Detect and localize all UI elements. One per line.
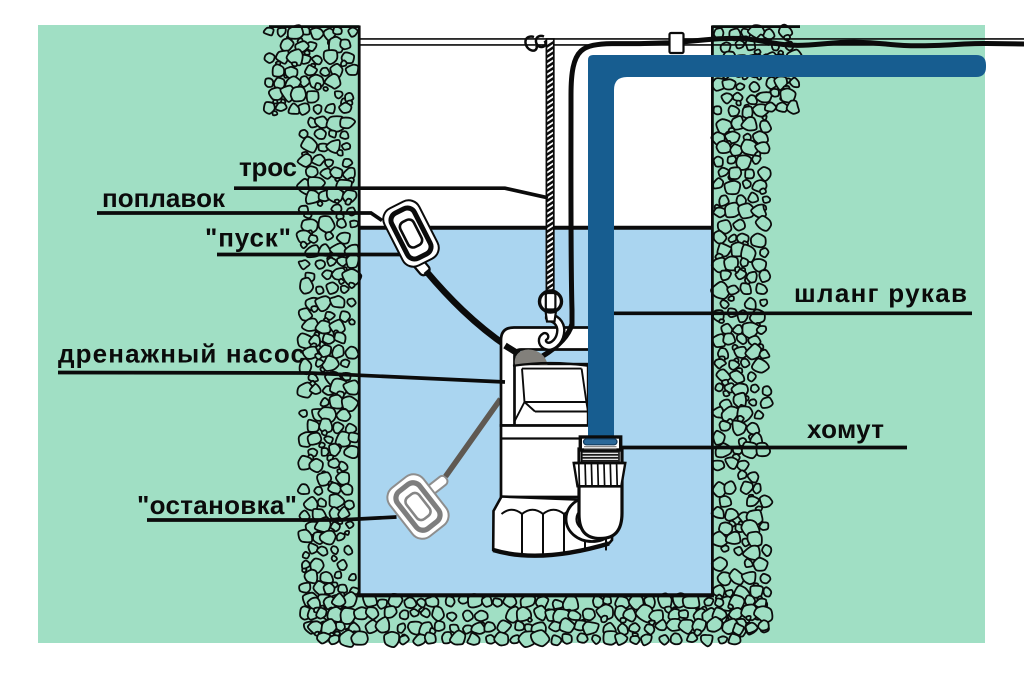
svg-text:дренажный насос: дренажный насос (58, 339, 305, 369)
svg-text:"остановка": "остановка" (137, 490, 297, 520)
svg-text:хомут: хомут (807, 414, 884, 444)
svg-text:шланг рукав: шланг рукав (794, 278, 967, 308)
svg-text:"пуск": "пуск" (205, 223, 291, 253)
svg-text:поплавок: поплавок (102, 183, 226, 213)
svg-text:трос: трос (239, 152, 297, 182)
